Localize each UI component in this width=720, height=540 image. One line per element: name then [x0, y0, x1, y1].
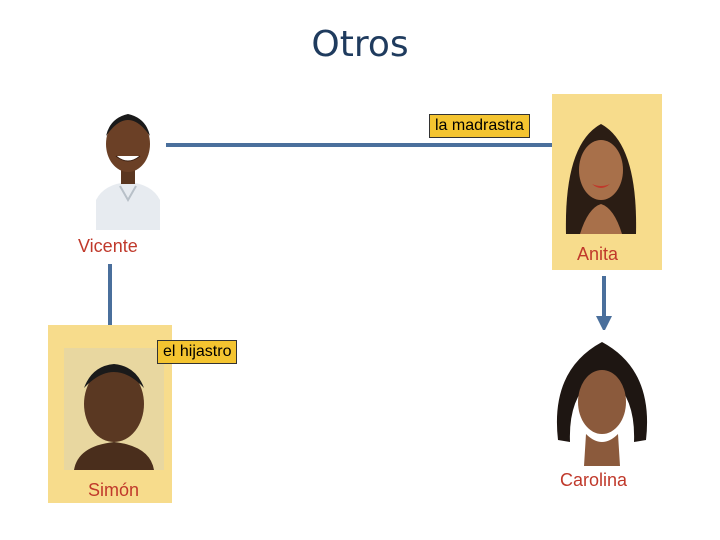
carolina-label: Carolina [560, 470, 628, 490]
simon-photo [64, 348, 164, 470]
vicente-photo [90, 100, 166, 230]
carolina-photo [546, 330, 658, 466]
anita-photo [558, 104, 644, 234]
relation-tag-stepmother: la madrastra [429, 114, 530, 138]
relation-tag-stepson: el hijastro [157, 340, 238, 364]
simon-label: Simón [88, 480, 140, 500]
anita-label: Anita [577, 244, 619, 264]
page-title: Otros [311, 24, 409, 65]
vicente-label: Vicente [78, 236, 138, 256]
